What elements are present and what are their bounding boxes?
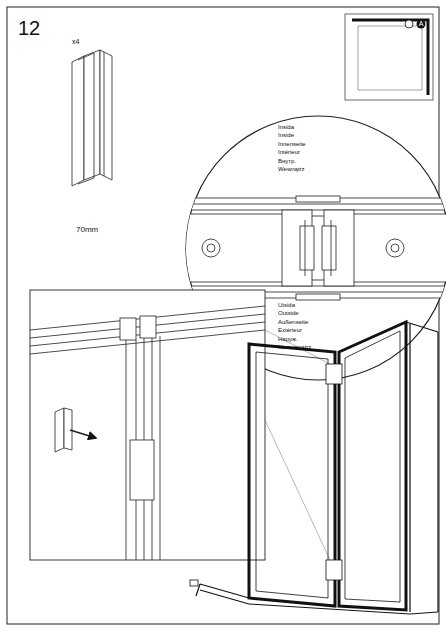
outside-label: Outside [278, 310, 299, 317]
inside-label: Inside [278, 132, 294, 139]
inside-label: Intérieur [278, 149, 300, 156]
inside-label: Insida [278, 124, 294, 131]
inside-label: Внутр. [278, 158, 296, 165]
outside-label: Extérieur [278, 327, 302, 334]
outside-label: Utsida [278, 302, 295, 309]
outside-label: Außenseite [278, 319, 308, 326]
position-marker: A [419, 20, 424, 28]
dimension: 70mm [76, 226, 98, 235]
outside-label: Na zewnątrz [278, 344, 311, 351]
outside-label: Наруж. [278, 336, 298, 343]
quantity: x4 [72, 38, 79, 46]
step-number: 12 [18, 17, 40, 39]
inside-label: Innenseite [278, 141, 306, 148]
inside-label: Wewnątrz [278, 166, 305, 173]
